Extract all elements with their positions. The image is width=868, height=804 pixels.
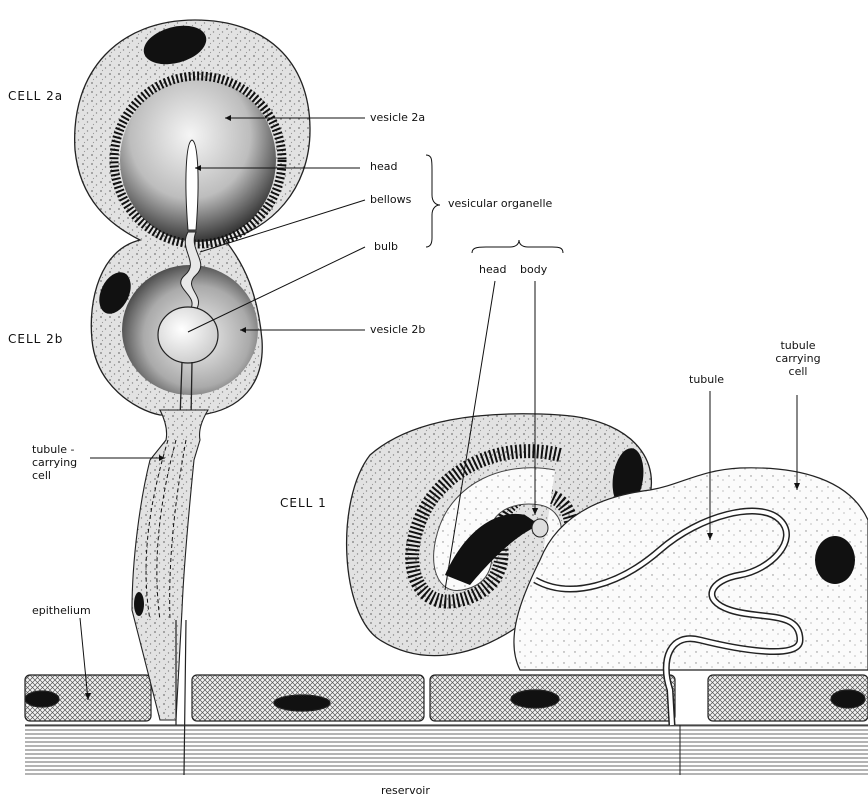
label-cell-2b: CELL 2b <box>8 333 63 346</box>
label-cell-1: CELL 1 <box>280 497 327 510</box>
label-line: carrying <box>770 352 826 365</box>
label-body: body <box>520 263 547 276</box>
label-vesicular-organelle: vesicular organelle <box>448 197 552 210</box>
label-tubule-carrying-cell-left: tubule - carrying cell <box>32 443 77 482</box>
reservoir-layer <box>25 725 868 775</box>
label-bellows: bellows <box>370 193 411 206</box>
label-bulb: bulb <box>374 240 398 253</box>
label-epithelium: epithelium <box>32 604 91 617</box>
label-head-organelle: head <box>370 160 397 173</box>
label-vesicle-2b: vesicle 2b <box>370 323 425 336</box>
label-tubule: tubule <box>689 373 724 386</box>
label-head-cell1: head <box>479 263 506 276</box>
label-line: tubule <box>770 339 826 352</box>
label-tubule-carrying-cell-right: tubule carrying cell <box>770 339 826 378</box>
label-vesicle-2a: vesicle 2a <box>370 111 425 124</box>
label-line: carrying <box>32 456 77 469</box>
label-line: tubule - <box>32 443 77 456</box>
label-line: cell <box>32 469 77 482</box>
label-line: cell <box>770 365 826 378</box>
label-reservoir: reservoir <box>381 784 430 797</box>
label-cell-2a: CELL 2a <box>8 90 63 103</box>
